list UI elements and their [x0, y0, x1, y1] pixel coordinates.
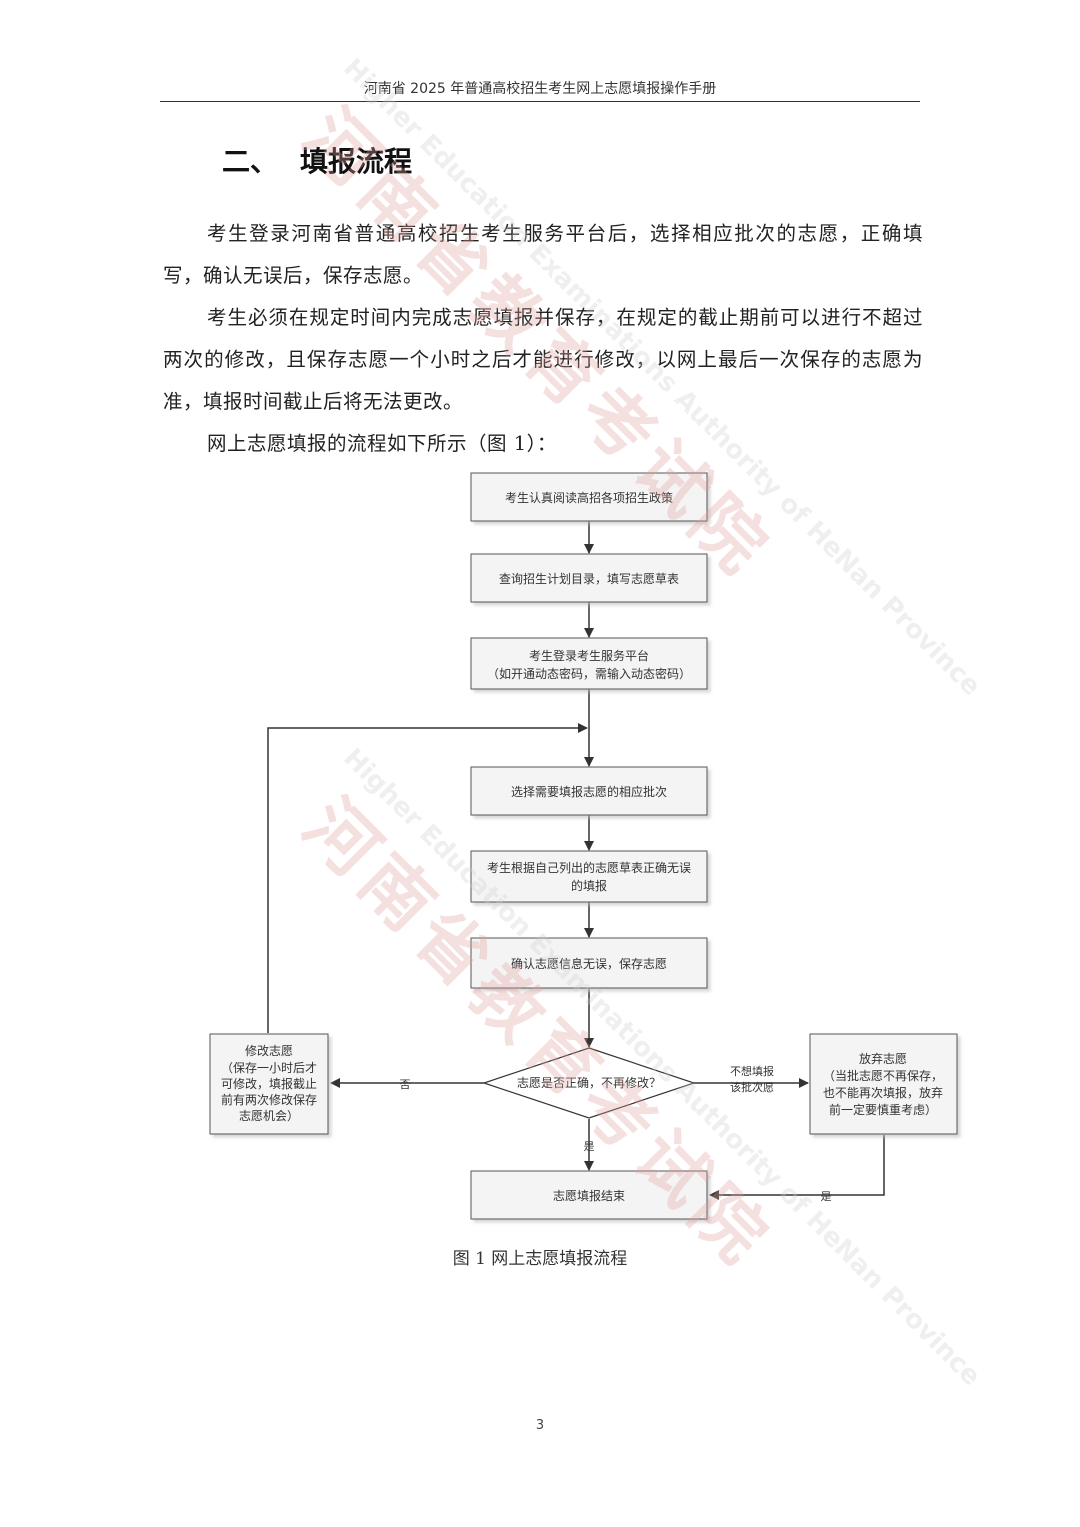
abandon-box	[809, 1033, 958, 1135]
step3-text-line1: 考生登录考生服务平台	[529, 648, 649, 663]
step2-text: 查询招生计划目录，填写志愿草表	[499, 572, 679, 586]
abandon-line-3: 前一定要慎重考虑）	[829, 1102, 937, 1117]
label-skip-line2: 该批次愿	[730, 1080, 774, 1094]
section-heading: 填报流程	[300, 145, 413, 178]
abandon-line-2: 也不能再次填报，放弃	[823, 1085, 943, 1100]
modify-line-3: 前有两次修改保存	[221, 1092, 317, 1107]
end-box	[470, 1170, 708, 1220]
end-text: 志愿填报结束	[553, 1188, 625, 1203]
section-title: 二、填报流程	[222, 140, 412, 180]
label-skip-line1: 不想填报	[730, 1064, 774, 1078]
abandon-line-1: （当批志愿不再保存，	[823, 1068, 943, 1083]
loop-modify-back	[267, 723, 588, 1033]
step1-text: 考生认真阅读高招各项招生政策	[505, 490, 673, 505]
label-yes-right: 是	[821, 1190, 832, 1203]
paragraph-3: 网上志愿填报的流程如下所示（图 1）：	[207, 432, 557, 455]
step5-text-line2: 的填报	[571, 878, 607, 893]
step2-box	[470, 553, 708, 603]
figure-caption: 图 1 网上志愿填报流程	[452, 1249, 628, 1269]
modify-line-2: 可修改，填报截止	[221, 1076, 317, 1091]
step3-text-line2: （如开通动态密码，需输入动态密码）	[487, 666, 691, 681]
page-number: 3	[535, 1418, 545, 1433]
label-yes-down: 是	[584, 1140, 595, 1153]
step4-box	[470, 766, 708, 816]
arrow-abandon-end	[709, 1135, 885, 1200]
modify-title: 修改志愿	[245, 1043, 293, 1058]
section-number: 二、	[222, 145, 279, 178]
label-no: 否	[400, 1078, 411, 1091]
modify-box	[209, 1033, 329, 1135]
step5-box	[470, 850, 708, 903]
abandon-title: 放弃志愿	[859, 1051, 907, 1066]
paragraph-2: 考生必须在规定时间内完成志愿填报并保存，在规定的截止期前可以进行不超过两次的修改…	[163, 306, 923, 413]
decision-text: 志愿是否正确，不再修改？	[517, 1075, 661, 1090]
paragraph-1: 考生登录河南省普通高校招生考生服务平台后，选择相应批次的志愿，正确填写，确认无误…	[163, 222, 923, 287]
modify-line-4: 志愿机会）	[239, 1109, 299, 1123]
modify-line-1: （保存一小时后才	[221, 1061, 317, 1075]
step3-box	[470, 637, 708, 690]
step6-box	[470, 937, 708, 989]
step4-text: 选择需要填报志愿的相应批次	[511, 784, 667, 799]
flow-connectors	[267, 521, 885, 1200]
header-divider	[160, 101, 920, 102]
step5-text-line1: 考生根据自己列出的志愿草表正确无误	[487, 860, 691, 875]
decision-diamond	[482, 1047, 696, 1119]
step6-text: 确认志愿信息无误，保存志愿	[511, 956, 667, 971]
page-header: 河南省 2025 年普通高校招生考生网上志愿填报操作手册	[363, 81, 717, 97]
step1-box	[470, 472, 708, 522]
